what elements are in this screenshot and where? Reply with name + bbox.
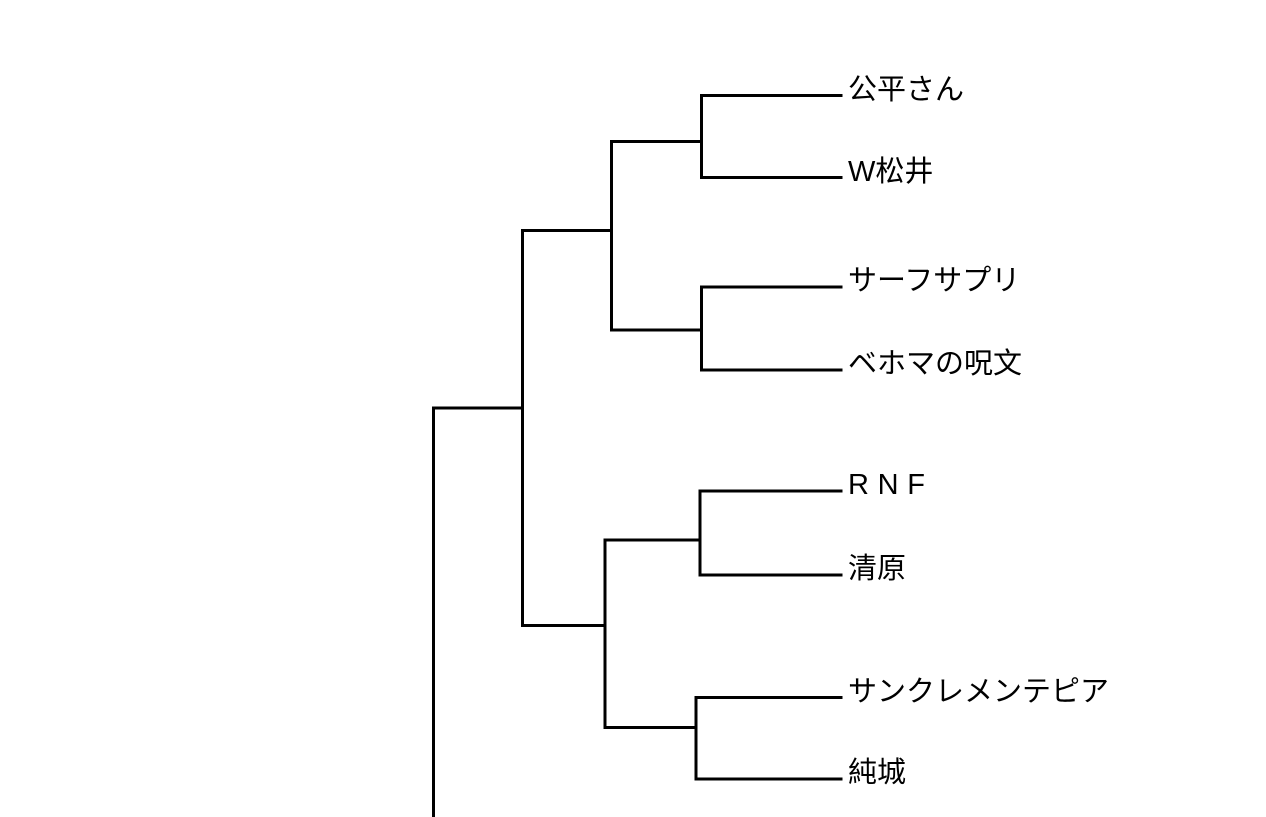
leaf-label-surf-supply: サーフサプリ (848, 265, 1021, 297)
leaf-label-san-clemente: サンクレメンテピア (848, 675, 1110, 708)
leaf-label-junjou: 純城 (848, 756, 907, 789)
leaf-label-behoma-spell: ベホマの呪文 (848, 348, 1023, 380)
leaf-label-rnf: RNF (848, 469, 934, 501)
leaf-label-kouhei-san: 公平さん (848, 73, 965, 106)
leaf-label-w-matsui: W松井 (848, 155, 934, 188)
leaf-label-kiyohara: 清原 (848, 553, 907, 585)
